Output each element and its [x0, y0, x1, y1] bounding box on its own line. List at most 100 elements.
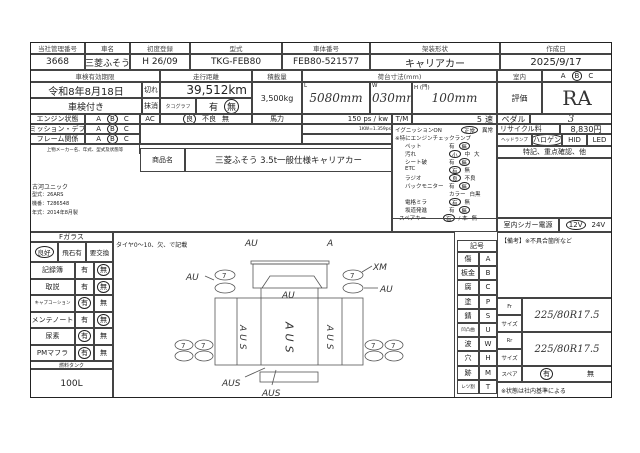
- rr-label: Rr: [497, 332, 522, 349]
- option: A: [96, 125, 102, 133]
- cigar-label: 室内シガー電源: [497, 218, 559, 232]
- check-row: カラー白黒: [405, 190, 496, 198]
- upper-info-line: 年式：2014年8月製: [32, 210, 78, 216]
- option: 不良: [202, 115, 216, 123]
- check-option: 小: [449, 150, 461, 159]
- check-label: シート破: [405, 160, 428, 166]
- legend-symbol-code: B: [479, 266, 497, 281]
- option: C: [588, 72, 594, 80]
- mileage-label: 走行距離: [160, 70, 252, 82]
- doc-option-label: 無: [100, 348, 107, 357]
- legend-symbol-code: M: [479, 365, 497, 380]
- option: A: [560, 72, 566, 80]
- selected-option: B: [571, 71, 583, 81]
- check-option: 無: [464, 200, 471, 206]
- doc-option-label: 無: [100, 332, 107, 341]
- doc-option-label: 有: [78, 330, 91, 343]
- blank: [140, 124, 302, 144]
- interior-label: 室内: [497, 70, 542, 82]
- legend-symbol-code: S: [479, 308, 497, 323]
- legend-symbol-name: 腐: [457, 280, 479, 295]
- blank: [302, 134, 392, 144]
- check-label: 坂道発進: [405, 208, 428, 214]
- headlamp-option-label: ハロゲン: [533, 135, 561, 145]
- check-option: 無: [458, 158, 471, 167]
- product-label: 商品名: [140, 148, 185, 172]
- doc-option-label: 有: [81, 315, 88, 324]
- check-option: 有: [449, 184, 455, 190]
- size-label: サイズ: [497, 349, 522, 366]
- option: A: [96, 135, 102, 143]
- check-option: 有: [449, 144, 455, 150]
- check-option: 無: [458, 142, 471, 151]
- legend-symbol-name: 塗: [457, 294, 479, 309]
- bed-dim-value: 5080mm: [309, 91, 363, 105]
- selected-option: 良: [183, 115, 196, 123]
- selected-option: B: [107, 115, 118, 123]
- load-value: 3,500kg: [252, 82, 302, 114]
- check-label: ETC: [405, 166, 416, 172]
- legend-symbol-code: U: [479, 323, 497, 338]
- legend-symbol-name: 穴: [457, 351, 479, 366]
- doc-option-label: 有: [78, 346, 91, 359]
- doc-option: 有: [75, 344, 94, 361]
- doc-option-label: 有: [81, 282, 88, 291]
- headlamp-option: HID: [562, 134, 587, 146]
- check-option: 有: [449, 160, 455, 166]
- deregistered-label: 抹消: [142, 98, 160, 114]
- sheet-border: [30, 42, 612, 398]
- check-option: 有: [449, 198, 461, 207]
- ac-label: AC: [140, 114, 160, 124]
- doc-option: 有: [75, 311, 94, 328]
- headlamp-option-label: LED: [592, 136, 607, 144]
- power-label: 馬力: [252, 114, 302, 124]
- check-row: シート破 有無: [405, 158, 496, 167]
- doc-option-label: 無: [97, 280, 110, 293]
- check-label: バックモニター: [405, 184, 444, 190]
- check-option: / 本: [458, 216, 468, 222]
- check-label: 電格ミラ: [405, 200, 428, 206]
- headlamp-option: ハロゲン: [532, 134, 562, 146]
- check-option: 無: [471, 216, 478, 222]
- doc-option: 無: [94, 262, 113, 279]
- doc-option-label: 有: [81, 266, 88, 275]
- legend-symbol-code: W: [479, 337, 497, 352]
- legend-symbol-name: 跡: [457, 365, 479, 380]
- header-value: 三菱ふそう: [85, 54, 130, 70]
- option: 無: [587, 370, 594, 378]
- check-option: 無: [458, 182, 471, 191]
- glass-option: 飛石有: [58, 242, 86, 262]
- check-option: 良: [449, 174, 461, 183]
- mileage-value: 39,512km: [160, 82, 252, 98]
- bed-dim-label: W: [372, 83, 378, 89]
- tire-note: タイヤ0〜10、欠、で記載: [116, 242, 188, 249]
- load-label: 積載量: [252, 70, 302, 82]
- header-value: FEB80-521577: [282, 54, 370, 70]
- tm-text: 5: [476, 114, 482, 124]
- power-note: 1KW=1.359ps: [302, 124, 392, 134]
- check-row: バックモニター有無: [405, 182, 496, 191]
- legend-symbol-code: C: [479, 280, 497, 295]
- header-value: TKG-FEB80: [190, 54, 282, 70]
- option: 有: [208, 102, 218, 113]
- legend-symbol-name: 波: [457, 337, 479, 352]
- upper-info-line: 型式：26ARS: [32, 192, 64, 198]
- legend-symbol-code: A: [479, 252, 497, 267]
- header-value: キャリアカー: [370, 54, 500, 70]
- bed-W: W2030mm: [370, 82, 412, 114]
- bed-label: 荷台寸法(mm): [302, 70, 497, 82]
- selected-option: B: [107, 135, 118, 143]
- check-label: スペアキー: [399, 216, 427, 222]
- check-option: 異常: [481, 128, 493, 134]
- check-row: ※特にエンジンチェックランプ: [395, 134, 495, 142]
- check-label: イグニッションON: [395, 128, 442, 134]
- doc-option-label: 無: [97, 264, 110, 277]
